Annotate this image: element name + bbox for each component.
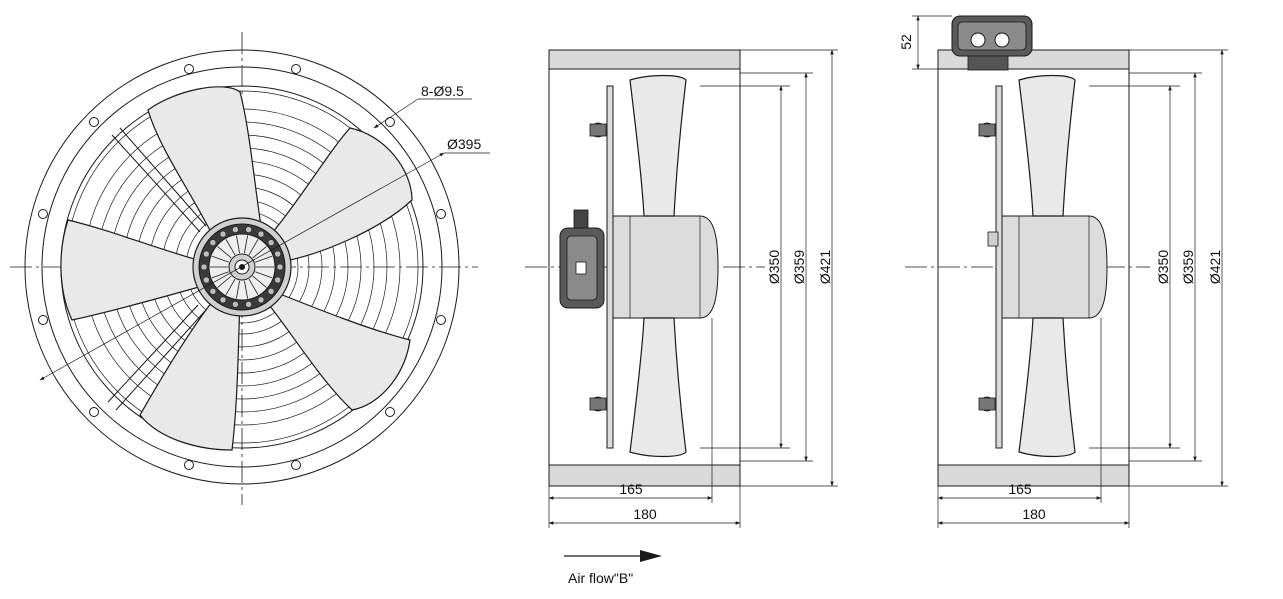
- hub-rib: [209, 288, 217, 295]
- dim-421: Ø421: [817, 250, 833, 284]
- hub-rib: [245, 301, 252, 308]
- side-view-b: Ø350 Ø359 Ø421 165 180: [525, 49, 838, 528]
- motor-body: [612, 215, 719, 319]
- hub-rib: [203, 250, 210, 258]
- length-dims: 165 180: [548, 318, 741, 528]
- dim-350: Ø350: [1155, 250, 1171, 284]
- hub-rib: [219, 230, 227, 238]
- flange-outer-ring: [24, 49, 460, 485]
- diameter-dims: Ø350 Ø359 Ø421: [700, 49, 838, 487]
- dim-359: Ø359: [791, 250, 807, 284]
- hub-rib: [267, 288, 275, 295]
- blade-profile: [629, 74, 687, 217]
- motor-hub: [192, 217, 292, 317]
- dim-421: Ø421: [1207, 250, 1223, 284]
- front-view: 8-Ø9.5 Ø395: [10, 32, 490, 505]
- hub-rib: [232, 226, 239, 233]
- side-view-c: 52 Ø350 Ø359 Ø421 165 180: [898, 15, 1228, 528]
- hub-rib: [203, 276, 210, 284]
- terminal-box-top: [951, 15, 1033, 71]
- hole-callout: 8-Ø9.5: [373, 83, 472, 129]
- dim-165: 165: [1008, 481, 1032, 497]
- hub-rib: [267, 239, 275, 246]
- hub-rib: [245, 226, 252, 233]
- hub-rib: [257, 296, 265, 304]
- hub-rib: [276, 263, 284, 271]
- hub-rib: [274, 250, 281, 258]
- height-dim-52: 52: [898, 15, 952, 70]
- hub-rib: [219, 296, 227, 304]
- diameter-dims: Ø350 Ø359 Ø421: [1089, 49, 1228, 487]
- dim-359: Ø359: [1180, 250, 1196, 284]
- hub-rib: [274, 276, 281, 284]
- hole-label: 8-Ø9.5: [421, 83, 464, 99]
- hub-rib: [200, 263, 208, 271]
- airflow-label: Air flow"B": [568, 570, 633, 586]
- pcd-callout: Ø395: [39, 136, 490, 381]
- dim-350: Ø350: [766, 250, 782, 284]
- length-dims: 165 180: [937, 318, 1130, 528]
- airflow-arrow-icon: [640, 550, 662, 562]
- hub-rib: [257, 230, 265, 238]
- hub-rib: [232, 301, 239, 308]
- pcd-label: Ø395: [447, 136, 481, 152]
- dim-180: 180: [1022, 506, 1046, 522]
- terminal-box: [559, 209, 605, 309]
- dim-52: 52: [898, 34, 914, 50]
- dim-165: 165: [619, 481, 643, 497]
- hub-rib: [209, 239, 217, 246]
- dim-180: 180: [633, 506, 657, 522]
- airflow-indicator: Air flow"B": [564, 550, 662, 586]
